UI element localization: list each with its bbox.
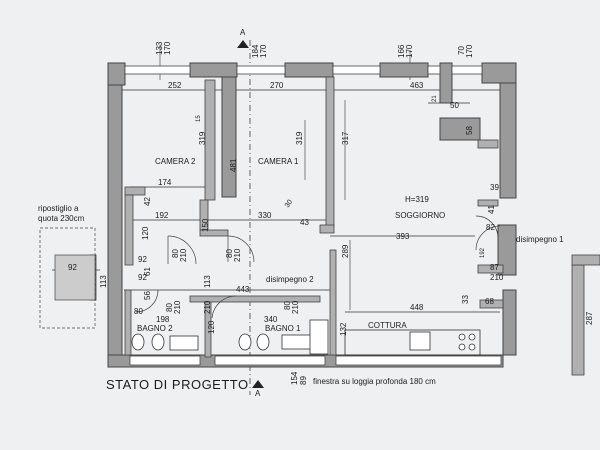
dim-42: 42 <box>143 197 152 206</box>
dim-170c: 170 <box>405 44 414 58</box>
dim-210c: 210 <box>490 273 504 282</box>
dim-170d: 170 <box>465 44 474 58</box>
room-bagno1: BAGNO 1 <box>265 324 301 333</box>
windows <box>124 65 502 366</box>
dim-289: 289 <box>341 244 350 258</box>
room-disimpegno2: disimpegno 2 <box>266 275 314 284</box>
dim-41: 41 <box>487 205 496 214</box>
room-disimpegno1: disimpegno 1 <box>516 235 564 244</box>
fixtures <box>131 319 481 356</box>
dim-170a: 170 <box>163 41 172 55</box>
dim-252: 252 <box>168 81 182 90</box>
dim-270: 270 <box>270 81 284 90</box>
dim-92a: 92 <box>138 255 147 264</box>
room-bagno2: BAGNO 2 <box>137 324 173 333</box>
dim-210d: 210 <box>173 300 182 314</box>
dim-39: 39 <box>490 183 499 192</box>
adjacent-unit <box>571 254 600 376</box>
dim-287: 287 <box>585 311 594 325</box>
door-swings <box>135 215 501 319</box>
dim-448: 448 <box>410 303 424 312</box>
dim-89: 89 <box>299 376 308 385</box>
section-mark-top: A <box>240 28 246 37</box>
dim-166: 166 <box>397 44 406 58</box>
dim-192: 192 <box>155 211 169 220</box>
dim-92c: 92 <box>68 263 77 272</box>
dim-113b: 113 <box>203 275 212 288</box>
storage-note-1: ripostiglio a <box>38 204 79 213</box>
dim-210a: 210 <box>179 248 188 262</box>
dim-210f: 210 <box>291 300 300 314</box>
dim-80a: 80 <box>171 249 180 258</box>
dim-340: 340 <box>264 315 278 324</box>
dim-21: 21 <box>432 95 438 102</box>
dim-174: 174 <box>158 178 172 187</box>
room-cottura: COTTURA <box>368 321 407 330</box>
dim-15: 15 <box>196 115 202 122</box>
dim-133: 133 <box>155 41 164 55</box>
plan-title: STATO DI PROGETTO <box>106 377 249 392</box>
storage-note-2: quota 230cm <box>38 214 85 223</box>
dim-192b: 192 <box>480 247 486 258</box>
dim-154: 154 <box>290 371 299 385</box>
dim-43: 43 <box>300 218 309 227</box>
loggia-note: finestra su loggia profonda 180 cm <box>313 377 436 386</box>
room-height: H=319 <box>405 195 429 204</box>
section-markers <box>237 40 264 388</box>
dim-120a: 120 <box>141 226 150 240</box>
room-camera1: CAMERA 1 <box>258 157 299 166</box>
dim-393: 393 <box>396 232 410 241</box>
storage-cabinet <box>39 227 96 329</box>
dim-330: 330 <box>258 211 272 220</box>
room-camera2: CAMERA 2 <box>155 157 196 166</box>
dim-50: 50 <box>450 101 459 110</box>
dim-198: 198 <box>156 315 170 324</box>
dim-481: 481 <box>229 158 238 172</box>
dim-33: 33 <box>461 295 470 304</box>
dim-30: 30 <box>284 199 294 209</box>
dim-319b: 319 <box>295 131 304 145</box>
dim-463: 463 <box>410 81 424 90</box>
dim-184: 184 <box>251 44 260 58</box>
dim-120b: 120 <box>207 320 216 334</box>
room-soggiorno: SOGGIORNO <box>395 211 445 220</box>
dim-82: 82 <box>486 223 495 232</box>
dim-210e: 210 <box>203 300 212 314</box>
dim-80b: 80 <box>225 249 234 258</box>
dim-443: 443 <box>236 285 250 294</box>
section-mark-bottom: A <box>255 389 261 398</box>
dim-58: 58 <box>465 126 474 135</box>
dim-68: 68 <box>485 297 494 306</box>
dim-132: 132 <box>339 322 348 336</box>
dim-80e: 80 <box>283 301 292 310</box>
interior-walls <box>89 76 504 358</box>
dim-92b: 92 <box>138 273 147 282</box>
dim-87: 87 <box>490 263 499 272</box>
dim-317: 317 <box>341 131 350 145</box>
dim-113c: 113 <box>99 275 108 288</box>
dim-80c: 80 <box>134 307 143 316</box>
dim-170b: 170 <box>259 44 268 58</box>
dim-61: 61 <box>143 267 152 276</box>
dim-56: 56 <box>143 291 152 300</box>
dim-319a: 319 <box>198 131 207 145</box>
dim-210b: 210 <box>233 248 242 262</box>
dim-80d: 80 <box>165 303 174 312</box>
dim-150: 150 <box>201 218 210 232</box>
dim-70: 70 <box>457 46 466 55</box>
